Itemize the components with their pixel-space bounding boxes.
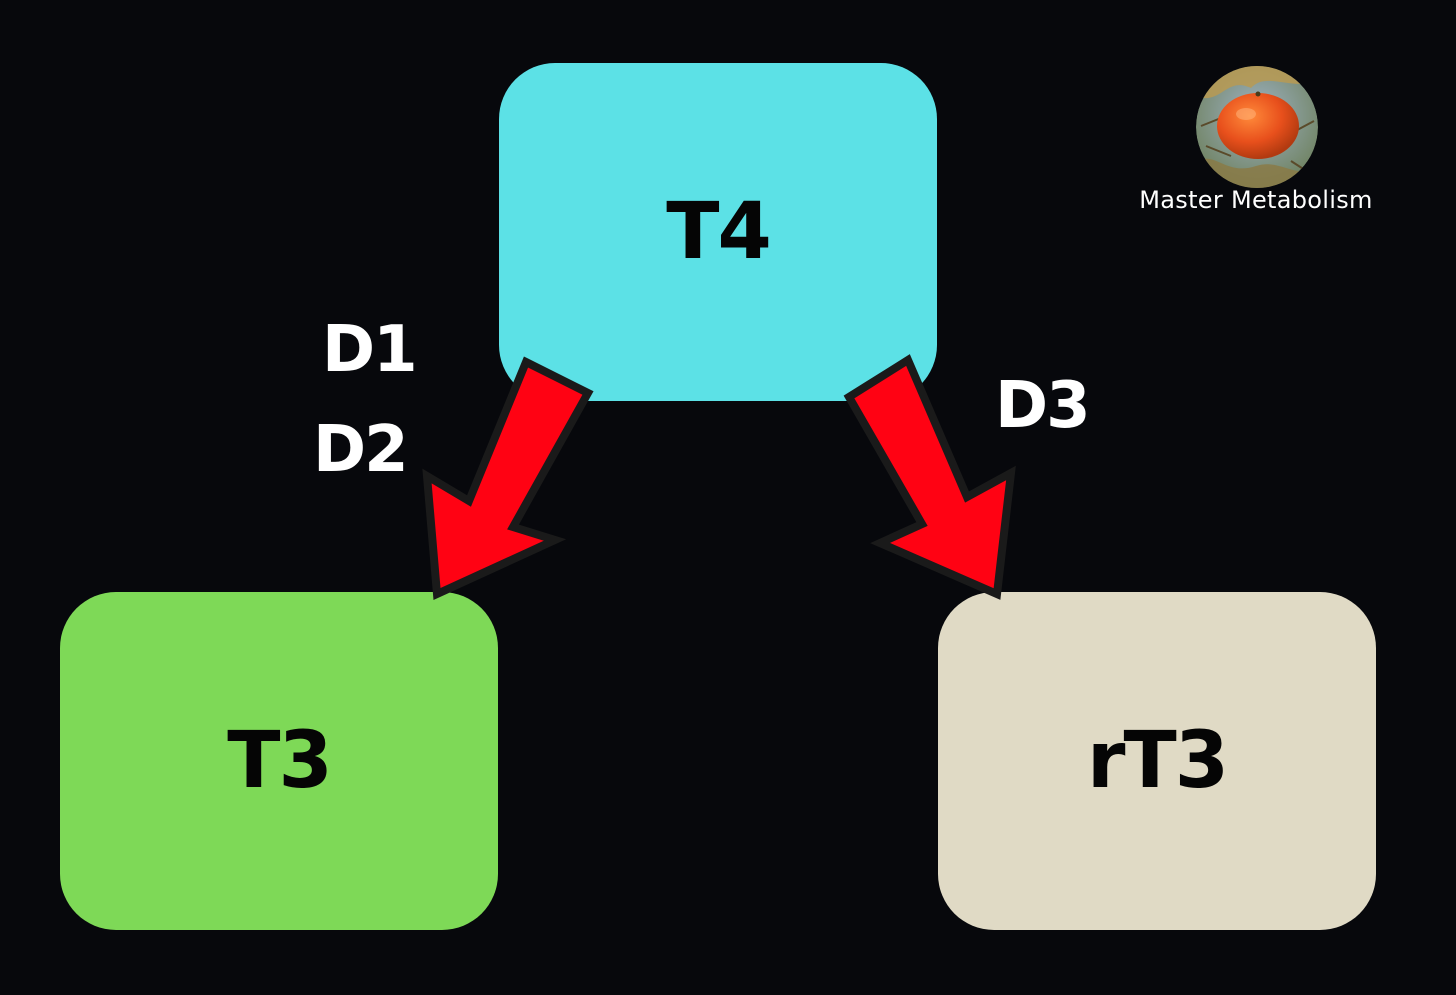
t4-label: T4 <box>666 187 771 277</box>
rt3-node: rT3 <box>938 592 1376 930</box>
t3-node: T3 <box>60 592 498 930</box>
t4-node: T4 <box>499 63 937 401</box>
t3-label: T3 <box>227 716 332 806</box>
enzyme-d3-label: D3 <box>995 369 1091 443</box>
brand-name: Master Metabolism <box>1139 186 1373 214</box>
tangerine-photo-icon <box>1196 66 1318 188</box>
enzyme-d1-label: D1 <box>322 313 418 387</box>
rt3-label: rT3 <box>1087 716 1229 806</box>
enzyme-d2-label: D2 <box>313 413 409 487</box>
